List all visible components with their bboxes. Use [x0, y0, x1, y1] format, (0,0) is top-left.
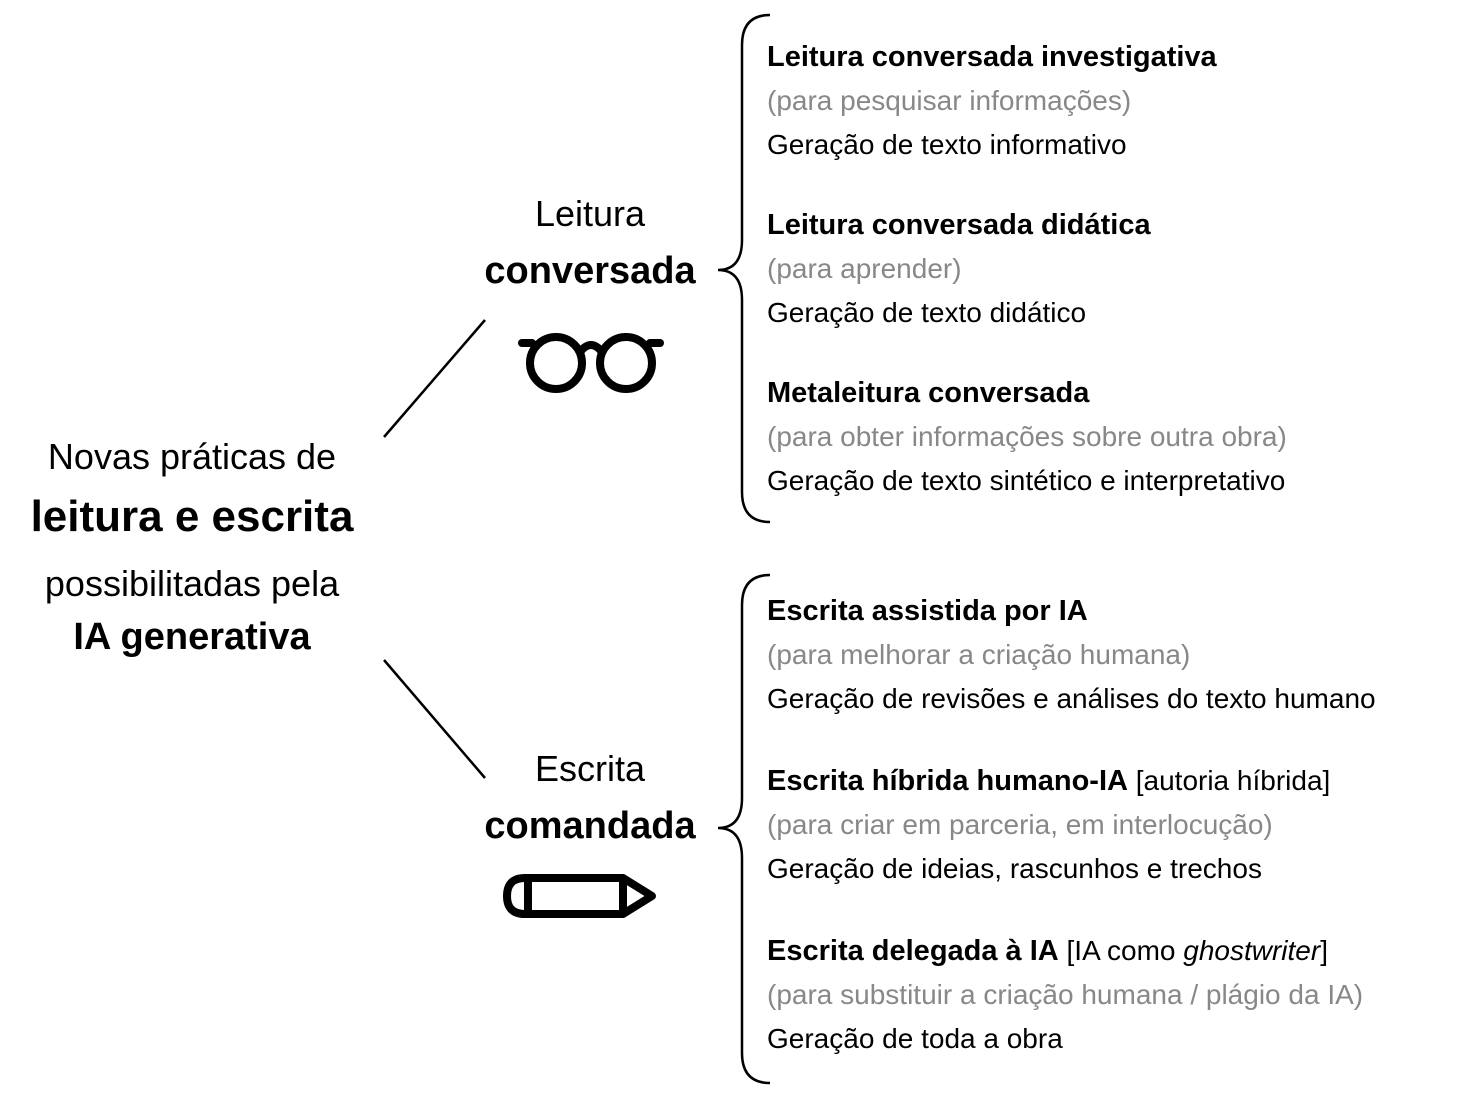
- root-line-4: IA generativa: [73, 616, 311, 658]
- item-output: Geração de toda a obra: [767, 1023, 1063, 1054]
- branch-writing-line-1: Escrita: [534, 748, 646, 789]
- item-output: Geração de revisões e análises do texto …: [767, 683, 1376, 714]
- item-purpose: (para substituir a criação humana / plág…: [767, 979, 1364, 1010]
- item-output: Geração de texto sintético e interpretat…: [767, 465, 1286, 496]
- item-purpose: (para aprender): [767, 253, 962, 284]
- item-purpose: (para obter informações sobre outra obra…: [767, 421, 1287, 452]
- list-item: Leitura conversada investigativa (para p…: [767, 35, 1217, 167]
- item-output: Geração de ideias, rascunhos e trechos: [767, 853, 1262, 884]
- connector-line-bottom: [383, 659, 486, 779]
- item-note-post: ]: [1320, 935, 1328, 966]
- root-line-2: leitura e escrita: [30, 492, 354, 541]
- item-title: Leitura conversada investigativa: [767, 41, 1217, 73]
- item-purpose: (para criar em parceria, em interlocução…: [767, 809, 1273, 840]
- item-note: [autoria híbrida]: [1135, 765, 1331, 796]
- brace-top: [717, 13, 771, 524]
- root-line-1: Novas práticas de: [47, 436, 337, 477]
- root-line-3: possibilitadas pela: [44, 563, 340, 604]
- item-title: Escrita delegada à IA: [767, 935, 1059, 967]
- item-output: Geração de texto didático: [767, 297, 1087, 328]
- item-note: [IA como ghostwriter]: [1067, 935, 1328, 966]
- item-purpose: (para pesquisar informações): [767, 85, 1132, 116]
- list-item: Escrita delegada à IA [IA como ghostwrit…: [767, 929, 1363, 1061]
- item-note-pre: [IA como: [1066, 935, 1184, 966]
- list-item: Escrita assistida por IA (para melhorar …: [767, 589, 1376, 721]
- item-purpose: (para melhorar a criação humana): [767, 639, 1191, 670]
- branch-reading-line-1: Leitura: [534, 193, 646, 234]
- connector-line-top: [383, 319, 486, 438]
- item-title: Metaleitura conversada: [767, 377, 1090, 409]
- item-title: Leitura conversada didática: [767, 209, 1151, 241]
- item-title: Escrita híbrida humano-IA: [767, 765, 1128, 797]
- item-output: Geração de texto informativo: [767, 129, 1127, 160]
- list-item: Escrita híbrida humano-IA [autoria híbri…: [767, 759, 1330, 891]
- brace-bottom: [717, 573, 771, 1085]
- pencil-icon: [503, 874, 656, 918]
- list-item: Leitura conversada didática (para aprend…: [767, 203, 1151, 335]
- glasses-icon: [518, 333, 664, 393]
- item-note-emphasis: ghostwriter: [1183, 935, 1321, 966]
- branch-writing-line-2: comandada: [484, 805, 696, 847]
- list-item: Metaleitura conversada (para obter infor…: [767, 371, 1287, 503]
- item-title: Escrita assistida por IA: [767, 595, 1088, 627]
- branch-reading-line-2: conversada: [484, 250, 696, 292]
